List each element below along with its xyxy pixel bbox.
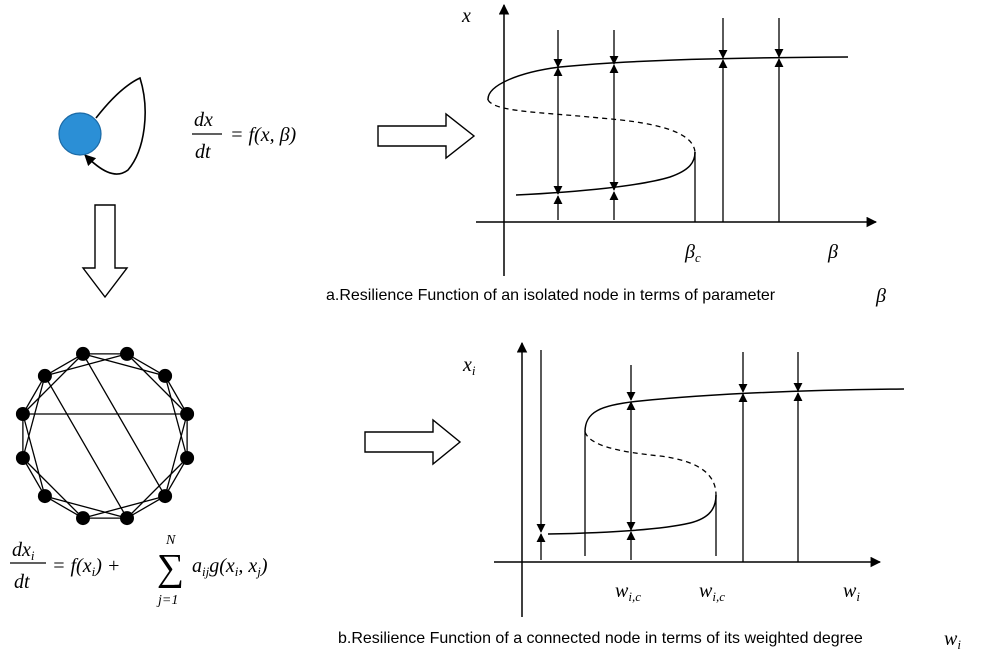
plot-b-lower-branch [547, 494, 717, 535]
plot-b: xi wi,c wi,c wi b.Resilience Function of… [338, 341, 961, 652]
network-edge [22, 375, 46, 459]
plot-b-x-label: wi [843, 580, 860, 604]
network-node [15, 407, 30, 422]
self-loop [84, 76, 146, 175]
plot-b-caption-symbol: wi [944, 628, 961, 652]
eq2-sum-symbol: ∑ [157, 547, 184, 589]
plot-b-y-label: xi [462, 354, 476, 378]
network-edge [22, 457, 46, 497]
hollow-arrow-right-bottom [364, 418, 462, 466]
plot-b-upper-branch [584, 388, 905, 433]
network-graph [15, 346, 195, 526]
plot-a-y-label: x [461, 5, 471, 27]
hollow-arrow-right-top [377, 112, 476, 160]
plot-a-caption: a.Resilience Function of an isolated nod… [326, 287, 776, 304]
plot-b-unstable-branch [584, 431, 717, 496]
network-edge [82, 495, 166, 519]
network-node [76, 346, 91, 361]
eq2-numerator: dxi [12, 539, 35, 563]
network-edge [164, 413, 188, 497]
plot-a-upper-branch [487, 56, 849, 101]
network-node [158, 489, 173, 504]
plot-b-critical-label-1: wi,c [615, 580, 641, 604]
plot-b-caption: b.Resilience Function of a connected nod… [338, 630, 863, 647]
network-edge [164, 375, 188, 459]
plot-a-lower-branch [515, 151, 696, 196]
network-edge [44, 353, 128, 377]
isolated-node [58, 112, 102, 156]
network-edge [44, 495, 128, 519]
network-edge [82, 353, 166, 497]
equation-isolated: dx dt = f(x, β) [192, 109, 297, 163]
eq2-sum-lower: j=1 [156, 593, 178, 608]
isolated-node-group [58, 76, 146, 175]
eq2-rhs-part2: aijg(xi, xj) [192, 555, 268, 579]
plot-a: x βc β a.Resilience Function of an isola… [326, 3, 886, 307]
network-node [180, 407, 195, 422]
eq1-numerator: dx [194, 109, 213, 131]
network-node [119, 511, 134, 526]
eq2-rhs-part1: = f(xi) + [52, 555, 120, 579]
network-node [76, 511, 91, 526]
network-node [158, 368, 173, 383]
network-edge [44, 375, 128, 519]
eq2-denominator: dt [14, 571, 30, 593]
network-edge [164, 375, 188, 415]
network-edge [126, 495, 166, 519]
network-edge [22, 375, 46, 415]
eq2-sum-upper: N [165, 533, 176, 548]
plot-a-caption-symbol: β [875, 285, 886, 307]
eq1-rhs: = f(x, β) [230, 124, 297, 146]
plot-a-unstable-branch [487, 99, 696, 153]
hollow-arrow-down [81, 204, 129, 299]
plot-b-critical-label-2: wi,c [699, 580, 725, 604]
network-edge [126, 353, 188, 415]
network-node [37, 489, 52, 504]
network-edge [82, 353, 166, 377]
network-edge [164, 457, 188, 497]
network-edge [44, 353, 84, 377]
network-edge [22, 353, 84, 415]
network-edge [44, 495, 84, 519]
network-edge [22, 457, 84, 519]
plot-a-critical-label: βc [684, 241, 701, 265]
plot-a-x-label: β [827, 241, 838, 263]
network-node [37, 368, 52, 383]
eq1-denominator: dt [195, 141, 211, 163]
equation-network: dxi dt = f(xi) + N ∑ j=1 aijg(xi, xj) [10, 533, 268, 608]
network-node [180, 450, 195, 465]
network-node [119, 346, 134, 361]
network-edge [22, 413, 46, 497]
network-node [15, 450, 30, 465]
network-edge [126, 353, 166, 377]
network-edge [126, 457, 188, 519]
